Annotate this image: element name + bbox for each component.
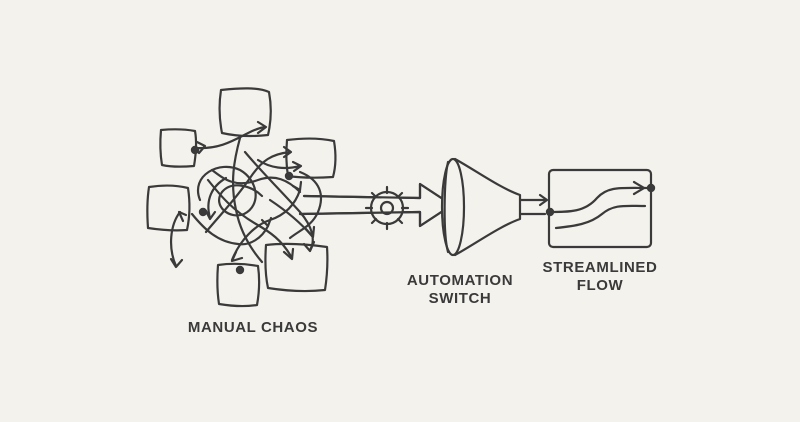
label-streamlined-flow-line2: FLOW bbox=[576, 277, 624, 294]
tangled-arrows bbox=[169, 120, 323, 269]
label-automation-switch-line1: AUTOMATION bbox=[406, 272, 514, 289]
document-icon bbox=[218, 87, 272, 138]
document-icon bbox=[216, 262, 261, 308]
document-icon bbox=[159, 128, 198, 168]
connector-dot bbox=[190, 145, 200, 155]
label-manual-chaos: MANUAL CHAOS bbox=[187, 319, 319, 336]
flow-panel-icon bbox=[545, 168, 656, 249]
document-icon bbox=[264, 242, 329, 293]
label-automation-switch-line2: SWITCH bbox=[428, 290, 492, 307]
manual-chaos-cluster bbox=[146, 87, 337, 308]
connector-dot bbox=[284, 171, 294, 181]
label-streamlined-flow: STREAMLINED FLOW bbox=[532, 259, 668, 295]
document-icon bbox=[146, 184, 191, 232]
funnel-icon bbox=[440, 157, 549, 257]
connector-dot bbox=[198, 207, 208, 217]
label-streamlined-flow-line1: STREAMLINED bbox=[542, 259, 658, 276]
transition-arrow bbox=[298, 182, 454, 231]
connector-dot bbox=[235, 265, 245, 275]
label-automation-switch: AUTOMATION SWITCH bbox=[395, 272, 525, 308]
gear-icon bbox=[364, 185, 410, 231]
